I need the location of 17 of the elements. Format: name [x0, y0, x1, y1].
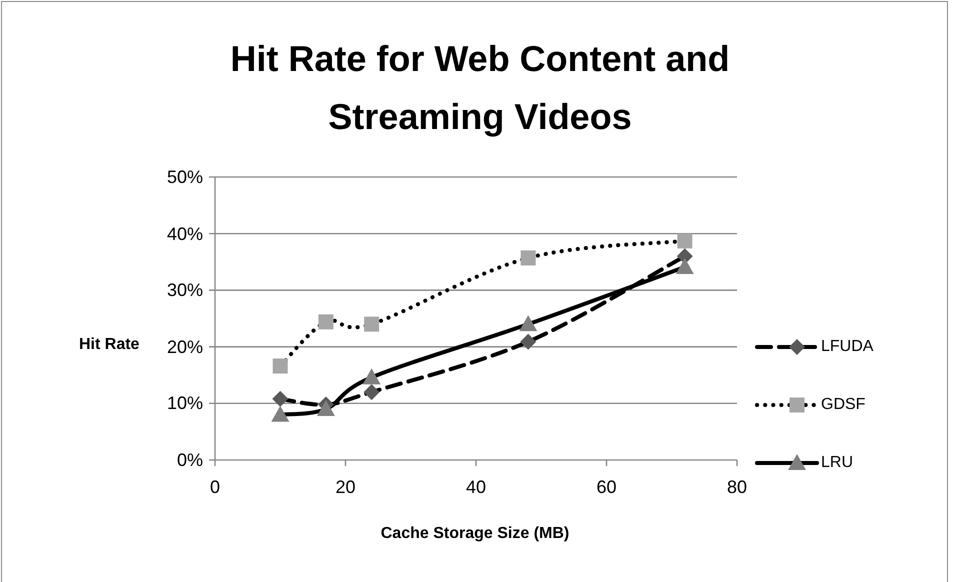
y-tick-label: 10%	[166, 392, 203, 414]
legend-label: LRU	[821, 453, 854, 473]
x-tick-label: 0	[208, 476, 221, 498]
x-axis-title: Cache Storage Size (MB)	[380, 524, 570, 544]
x-tick-label: 80	[726, 476, 748, 498]
y-tick-label: 20%	[166, 336, 203, 358]
x-tick-label: 40	[464, 476, 488, 498]
y-axis-title: Hit Rate	[79, 335, 140, 355]
y-tick-label: 40%	[166, 222, 203, 245]
x-tick-label: 20	[334, 476, 357, 498]
y-tick-label: 0%	[176, 449, 203, 471]
x-tick-label: 60	[595, 476, 618, 498]
chart-title: Hit Rate for Web Content and Streaming Videos	[229, 37, 731, 139]
legend-label: GDSF	[821, 395, 866, 415]
y-tick-label: 30%	[166, 279, 203, 302]
y-tick-label: 50%	[166, 166, 203, 188]
legend-label: LFUDA	[821, 337, 874, 357]
